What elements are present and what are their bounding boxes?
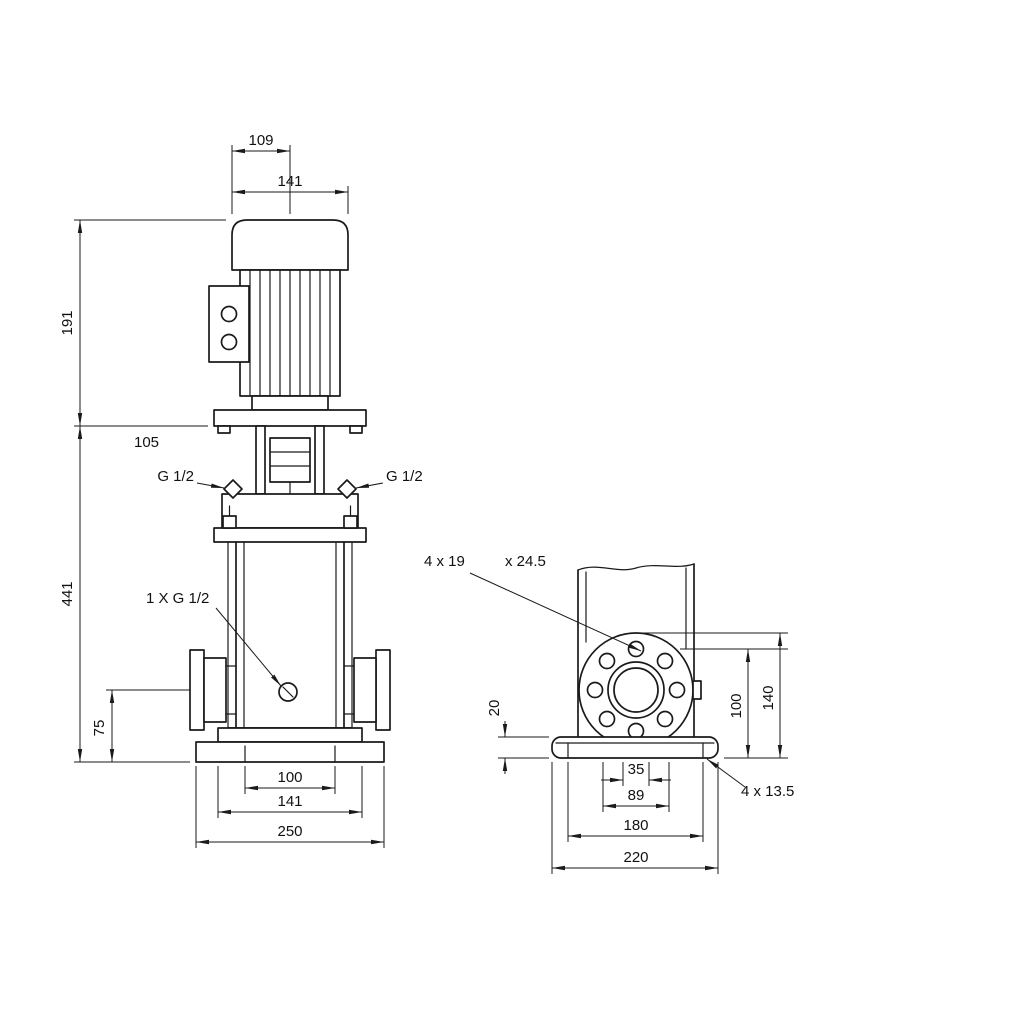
- dim-109-label: 109: [248, 132, 273, 149]
- staybolt-nut: [222, 515, 237, 529]
- flange-raised-face: [607, 661, 665, 719]
- bolt-hole: [598, 652, 616, 670]
- dim-441-label: 441: [59, 581, 76, 606]
- dim-180-label: 180: [623, 817, 648, 834]
- pump-head: [213, 479, 367, 543]
- front-dimensions-bottom: 100 141 250: [195, 766, 385, 848]
- flange-face-right: [375, 649, 391, 731]
- g12-plug-right: [337, 479, 357, 499]
- leader-line: [469, 572, 642, 652]
- motor-neck: [251, 395, 329, 411]
- motor-flange-tab: [217, 425, 231, 434]
- lantern-column-left: [255, 425, 266, 495]
- bolt-hole: [656, 710, 674, 728]
- g12-plug-left: [223, 479, 243, 499]
- section-tab: [692, 680, 702, 700]
- dim-220-label: 220: [623, 849, 648, 866]
- bolt-hole: [656, 652, 674, 670]
- side-dimension-20: 20: [486, 700, 549, 774]
- base-plate: [195, 741, 385, 763]
- side-body: [577, 563, 695, 738]
- dim-141-motor-label: 141: [277, 173, 302, 190]
- leader-line: [215, 607, 282, 687]
- motor-fan-cover: [231, 219, 349, 271]
- flange-hub-left: [203, 657, 227, 723]
- dim-75-label: 75: [91, 720, 108, 737]
- dim-250-label: 250: [277, 823, 302, 840]
- side-view: 4 x 19 x 24.5 4 x 13.5 20 100 140: [424, 553, 794, 874]
- head-flange-ring: [213, 527, 367, 543]
- motor-flange-tab: [349, 425, 363, 434]
- dim-100-side-label: 100: [728, 693, 745, 718]
- base-plate-side: [551, 736, 719, 759]
- motor-fins: [249, 269, 331, 397]
- dim-140-label: 140: [760, 685, 777, 710]
- side-dimensions-bottom: 35 89 180 220: [551, 761, 719, 874]
- break-line: [577, 563, 695, 571]
- leader-line: [196, 482, 225, 489]
- bolt-holes-label: 4 x 19: [424, 553, 465, 570]
- g12-right-label: G 1/2: [386, 468, 423, 485]
- side-dimensions-right: 100 140: [642, 632, 788, 759]
- motor: [208, 219, 367, 434]
- side-base: [551, 736, 719, 759]
- dim-89-label: 89: [628, 787, 645, 804]
- dim-191-label: 191: [59, 310, 76, 335]
- drain-plug-label: 1 X G 1/2: [146, 590, 209, 607]
- flange-bolt-holes: [586, 640, 686, 740]
- cable-entry-hole: [220, 305, 238, 323]
- dim-105-label: 105: [134, 434, 159, 451]
- side-flange: [578, 632, 702, 748]
- dim-141-base-label: 141: [277, 793, 302, 810]
- front-dimensions-left: 191 441 105 75: [59, 219, 226, 763]
- coupling: [269, 437, 311, 483]
- front-callouts: G 1/2 G 1/2 1 X G 1/2: [146, 468, 423, 687]
- staybolt-nut: [343, 515, 358, 529]
- pump-base: [195, 727, 385, 763]
- dim-20-label: 20: [486, 700, 503, 717]
- motor-flange: [213, 409, 367, 427]
- base-holes-label: 4 x 13.5: [741, 783, 794, 800]
- terminal-box: [208, 285, 250, 363]
- g12-left-label: G 1/2: [157, 468, 194, 485]
- bolt-hole: [598, 710, 616, 728]
- leader-line: [706, 758, 746, 788]
- lantern-column-right: [314, 425, 325, 495]
- bolt-hole: [586, 681, 604, 699]
- counterbore-label: x 24.5: [505, 553, 546, 570]
- front-dimensions-top: 109 141: [231, 132, 349, 214]
- drain-plug-slot: [282, 686, 294, 698]
- bolt-hole: [668, 681, 686, 699]
- dim-35-label: 35: [628, 761, 645, 778]
- base-ring: [217, 727, 363, 743]
- cable-entry-hole: [220, 333, 238, 351]
- flange-bore: [613, 667, 659, 713]
- dim-100-label: 100: [277, 769, 302, 786]
- leader-line: [355, 482, 384, 489]
- front-view: 109 141 191 441 105 75 G 1/2 G 1/2 1 X G…: [59, 132, 423, 848]
- port-flanges: [189, 649, 391, 731]
- pump-head-block: [221, 493, 359, 529]
- flange-face-left: [189, 649, 205, 731]
- side-callouts: 4 x 19 x 24.5 4 x 13.5: [424, 553, 794, 800]
- flange-hub-right: [353, 657, 377, 723]
